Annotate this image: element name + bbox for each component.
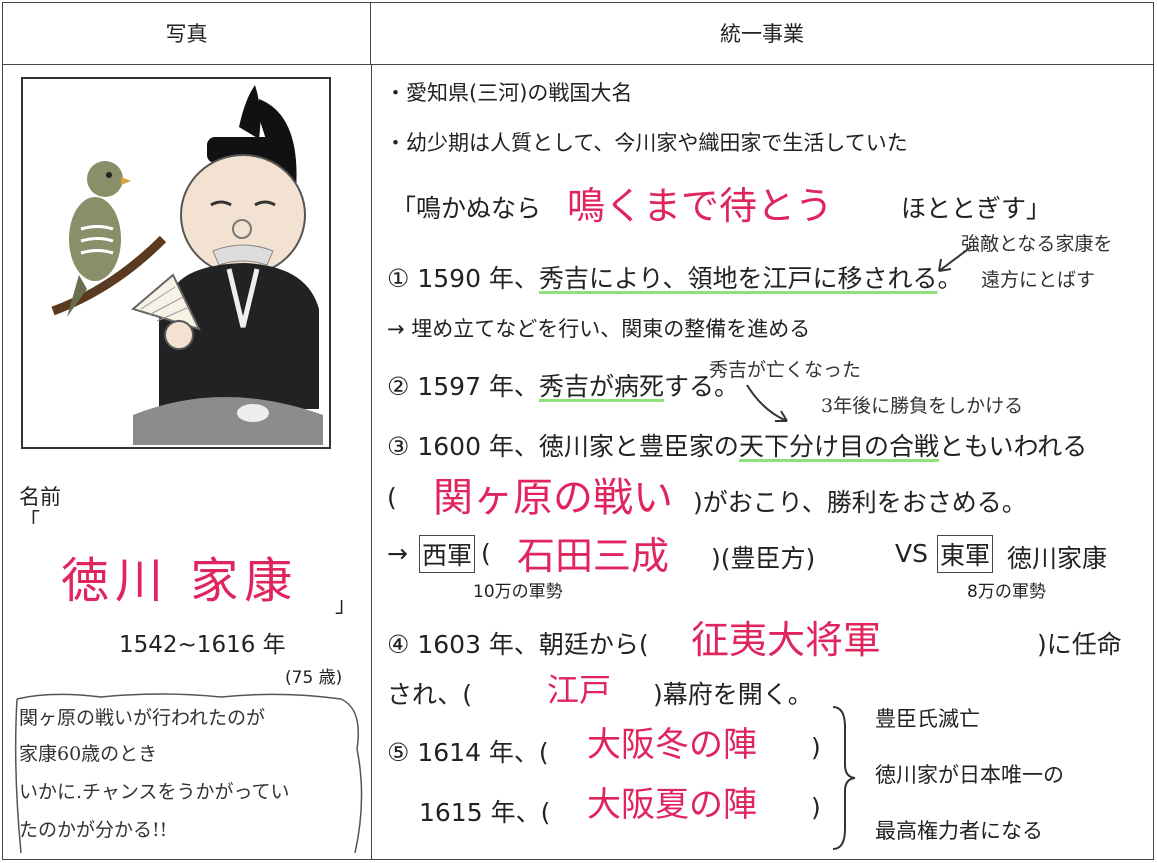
event-5-l2-close: ) [811, 793, 821, 822]
event-1b: → 埋め立てなどを行い、関東の整備を進める [387, 317, 811, 341]
name-open-quote: 「 [19, 509, 40, 533]
name-answer: 徳川 家康 [61, 553, 299, 609]
event-1: ① 1590 年、秀吉により、領地を江戸に移される。 [387, 259, 962, 295]
west-close: )(豊臣方) [711, 544, 816, 573]
event-1-note-1: 強敵となる家康を [961, 233, 1113, 255]
event-3-open-paren: ( [387, 483, 397, 512]
name-label: 名前 [19, 485, 61, 509]
event-5-l1-answer: 大阪冬の陣 [587, 725, 757, 765]
hototogisu-post: ほととぎす」 [901, 194, 1052, 223]
event-4b-prefix: され、( [387, 680, 473, 709]
age-at-death: (75 歳) [285, 668, 343, 688]
event-2-note-2: 3年後に勝負をしかける [821, 395, 1024, 417]
event-1-prefix: ① 1590 年、 [387, 264, 539, 293]
event-2-text: 秀吉が病死 [538, 372, 664, 401]
handwritten-note: 関ヶ原の戦いが行われたのが 家康60歳のとき いかに.チャンスをうかがってい た… [11, 689, 369, 857]
west-leader-answer: 石田三成 [517, 534, 670, 578]
hototogisu-pre: 「鳴かぬなら [391, 194, 542, 223]
ieyasu-portrait [21, 77, 331, 449]
event-2: ② 1597 年、秀吉が病死する。 [387, 367, 739, 403]
brace-icon [832, 706, 856, 850]
note-line-1: 関ヶ原の戦いが行われたのが [19, 707, 266, 729]
note-line-2: 家康60歳のとき [19, 743, 158, 765]
event-3-suffix: ともいわれる [938, 432, 1088, 461]
vs-label: VS [895, 539, 928, 568]
event-3-answer: 関ヶ原の戦い [433, 475, 673, 521]
ieyasu-illustration [51, 85, 323, 445]
east-leader: 徳川家康 [1007, 544, 1108, 573]
event-2-note-1: 秀吉が亡くなった [709, 359, 862, 381]
arrow-icon [938, 246, 972, 272]
event-5-l2-answer: 大阪夏の陣 [587, 785, 757, 825]
west-army-size: 10万の軍勢 [473, 582, 563, 602]
west-army-box: 西軍 [419, 535, 476, 573]
result-3: 最高権力者になる [875, 819, 1043, 843]
lifespan-years: 1542~1616 年 [119, 632, 286, 658]
event-3-prefix: ③ 1600 年、徳川家と豊臣家の [387, 432, 739, 461]
note-line-4: たのかが分かる!! [19, 819, 168, 841]
line-aichi: ・愛知県(三河)の戦国大名 [385, 81, 633, 105]
column-divider [371, 65, 372, 859]
header-unification: 統一事業 [371, 3, 1153, 65]
event-5-l2-prefix: 1615 年、( [419, 798, 551, 827]
event-4b-suffix: )幕府を開く。 [653, 680, 813, 709]
west-open-paren: ( [481, 539, 491, 568]
hototogisu-answer: 鳴くまで待とう [567, 184, 834, 228]
name-close-quote: 」 [335, 593, 356, 617]
event-4b-answer: 江戸 [547, 671, 612, 709]
event-1-text: 秀吉により、領地を江戸に移される [538, 264, 938, 293]
result-2: 徳川家が日本唯一の [875, 763, 1064, 787]
event-2-suffix: する。 [663, 372, 739, 401]
event-5-l1-close: ) [811, 733, 821, 762]
line-hostage: ・幼少期は人質として、今川家や織田家で生活していた [385, 131, 908, 155]
header-photo: 写真 [3, 3, 371, 65]
event-4-prefix: ④ 1603 年、朝廷から( [387, 630, 649, 659]
event-3: ③ 1600 年、徳川家と豊臣家の天下分け目の合戦ともいわれる [387, 427, 1087, 463]
event-5-l1-prefix: ⑤ 1614 年、( [387, 738, 549, 767]
arrow-icon [746, 384, 788, 422]
event-2-prefix: ② 1597 年、 [387, 372, 539, 401]
east-army-size: 8万の軍勢 [967, 582, 1046, 602]
event-4-suffix: )に任命 [1037, 630, 1122, 659]
event-3-text: 天下分け目の合戦 [738, 432, 939, 461]
event-4-answer: 征夷大将軍 [691, 618, 882, 662]
event-1-note-2: 遠方にとばす [981, 269, 1096, 291]
event-3c-arrow: → [387, 539, 408, 568]
east-army-box: 東軍 [937, 535, 994, 573]
event-3-close: )がおこり、勝利をおさめる。 [693, 488, 1027, 517]
note-bubble-outline [14, 693, 363, 854]
result-1: 豊臣氏滅亡 [875, 707, 980, 731]
note-line-3: いかに.チャンスをうかがってい [19, 781, 290, 803]
